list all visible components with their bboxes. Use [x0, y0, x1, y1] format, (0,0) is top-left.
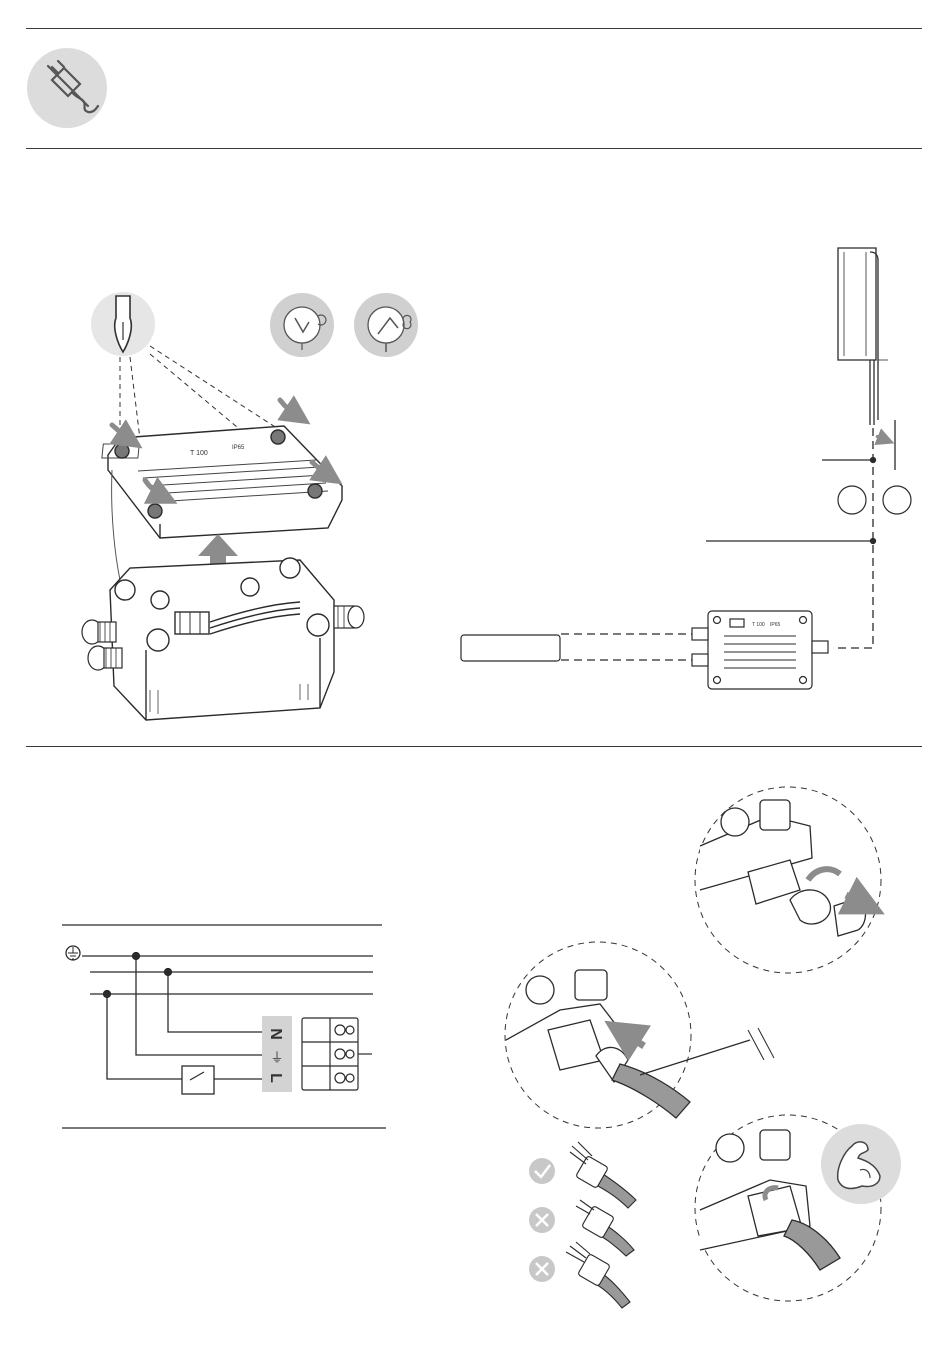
detail-remove-plug [695, 787, 881, 973]
rotate-close-icon [354, 293, 418, 357]
detail-insert-cable [505, 942, 774, 1128]
gland-example-wrong-1 [576, 1200, 634, 1256]
junction-rating-label: IP65 [770, 622, 781, 628]
heater-unit [838, 248, 895, 470]
lid-model-label: T 100 [190, 450, 208, 457]
terminal-n: N [267, 1028, 284, 1040]
rotate-open-icon [270, 293, 334, 357]
junction-box-top-view: T 100 IP65 [692, 611, 828, 689]
check-icon [529, 1158, 555, 1184]
screwdriver-icon [91, 292, 155, 356]
strength-icon [821, 1124, 901, 1204]
enclosure-base [110, 558, 334, 720]
gland-example-wrong-2 [566, 1242, 630, 1308]
lid-rating-label: IP65 [232, 445, 245, 451]
terminal-block: N ⏚ L [262, 1016, 372, 1092]
gland-example-correct [570, 1142, 636, 1208]
junction-model-label: T 100 [752, 622, 765, 628]
control-unit-box [461, 635, 560, 661]
reference-circles [838, 486, 911, 514]
terminal-l: L [267, 1073, 284, 1083]
unplug-icon [27, 48, 107, 128]
cross-icon [529, 1207, 555, 1233]
terminal-earth: ⏚ [270, 1050, 283, 1065]
cross-icon-2 [529, 1256, 555, 1282]
small-arrow [876, 436, 886, 440]
